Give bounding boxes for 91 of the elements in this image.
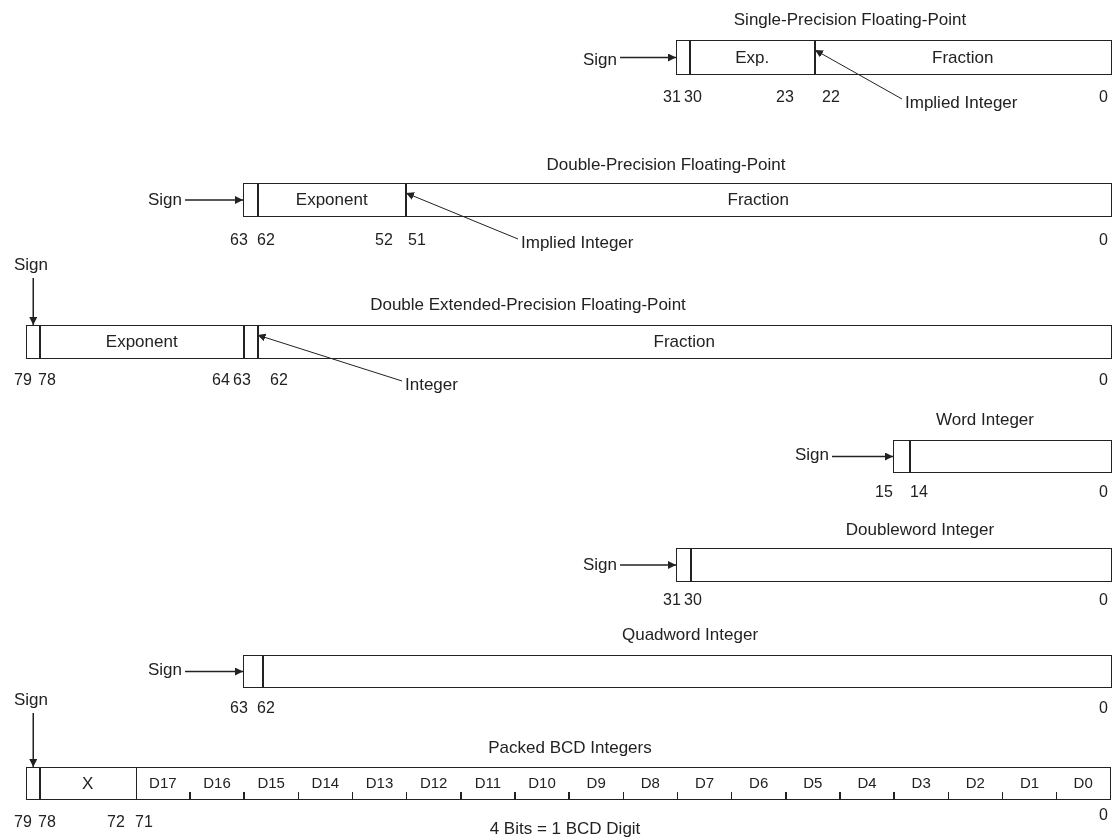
format-title: Packed BCD Integers xyxy=(488,738,652,758)
arrow xyxy=(619,561,677,569)
field-cell: D5 xyxy=(785,767,841,800)
bit-number: 63 xyxy=(230,698,248,718)
format-title: Word Integer xyxy=(936,410,1034,430)
field-cell xyxy=(26,325,41,359)
field-cell: D4 xyxy=(839,767,895,800)
bit-number: 72 xyxy=(107,812,125,832)
field-cell xyxy=(243,183,259,217)
bit-number: 62 xyxy=(257,698,275,718)
bit-number: 31 xyxy=(663,590,681,610)
bit-number: 63 xyxy=(233,370,251,390)
sign-label: Sign xyxy=(148,190,183,210)
callout-label: Implied Integer xyxy=(905,93,1018,113)
bit-number: 62 xyxy=(270,370,288,390)
field-cell xyxy=(262,655,1112,688)
field-cell: Fraction xyxy=(257,325,1112,359)
arrow xyxy=(619,53,677,62)
field-cell: D10 xyxy=(514,767,570,800)
field-cell xyxy=(909,440,1112,473)
arrow xyxy=(184,667,244,676)
field-cell: D2 xyxy=(947,767,1004,800)
sign-label: Sign xyxy=(795,445,830,465)
sign-label: Sign xyxy=(583,555,618,575)
field-cell: Fraction xyxy=(814,40,1112,75)
bit-number: 0 xyxy=(1099,590,1108,610)
bit-number: 78 xyxy=(38,370,56,390)
field-cell: Exponent xyxy=(39,325,245,359)
field-cell: Exponent xyxy=(257,183,407,217)
leader-line xyxy=(405,192,519,240)
callout-label: Integer xyxy=(405,375,458,395)
field-cell: D0 xyxy=(1055,767,1112,800)
arrow xyxy=(184,196,244,204)
field-cell: D16 xyxy=(189,767,245,800)
field-cell xyxy=(676,548,692,582)
sign-label: Sign xyxy=(14,690,49,710)
bit-number: 0 xyxy=(1099,805,1108,825)
format-title: Double-Precision Floating-Point xyxy=(546,155,786,175)
bit-number: 31 xyxy=(663,87,681,107)
field-cell: D1 xyxy=(1001,767,1058,800)
bit-number: 71 xyxy=(135,812,153,832)
field-cell: D14 xyxy=(297,767,354,800)
field-cell: Fraction xyxy=(405,183,1112,217)
field-cell xyxy=(676,40,691,75)
field-cell: D13 xyxy=(351,767,408,800)
bit-number: 62 xyxy=(257,230,275,250)
field-cell: D9 xyxy=(568,767,624,800)
field-cell xyxy=(243,655,264,688)
bit-number: 0 xyxy=(1099,482,1108,502)
arrow xyxy=(831,452,894,461)
bit-number: 51 xyxy=(408,230,426,250)
field-cell xyxy=(26,767,41,800)
bit-number: 0 xyxy=(1099,230,1108,250)
bit-number: 0 xyxy=(1099,87,1108,107)
field-cell xyxy=(893,440,911,473)
field-cell xyxy=(690,548,1112,582)
format-title: Double Extended-Precision Floating-Point xyxy=(370,295,686,315)
bit-number: 14 xyxy=(910,482,928,502)
bit-number: 23 xyxy=(776,87,794,107)
sign-label: Sign xyxy=(148,660,183,680)
bit-number: 0 xyxy=(1099,370,1108,390)
field-cell: D15 xyxy=(243,767,299,800)
bit-number: 63 xyxy=(230,230,248,250)
sign-label: Sign xyxy=(14,255,49,275)
callout-label: Implied Integer xyxy=(521,233,634,253)
bit-number: 30 xyxy=(684,87,702,107)
bit-number: 0 xyxy=(1099,698,1108,718)
field-cell: D11 xyxy=(460,767,516,800)
bit-number: 79 xyxy=(14,812,32,832)
format-title: Doubleword Integer xyxy=(845,520,995,540)
field-cell xyxy=(243,325,259,359)
leader-line xyxy=(257,333,403,382)
field-cell: D8 xyxy=(622,767,679,800)
format-title: Single-Precision Floating-Point xyxy=(733,10,967,30)
field-cell: X xyxy=(39,767,137,800)
leader-line xyxy=(814,49,903,100)
bit-number: 22 xyxy=(822,87,840,107)
bit-number: 79 xyxy=(14,370,32,390)
bit-number: 52 xyxy=(375,230,393,250)
arrow xyxy=(29,712,38,768)
arrow xyxy=(29,277,38,326)
field-cell: Exp. xyxy=(689,40,816,75)
bit-number: 15 xyxy=(875,482,893,502)
field-cell: D3 xyxy=(893,767,949,800)
bit-number: 78 xyxy=(38,812,56,832)
bit-number: 64 xyxy=(212,370,230,390)
bit-number: 30 xyxy=(684,590,702,610)
field-cell: D7 xyxy=(676,767,733,800)
note: 4 Bits = 1 BCD Digit xyxy=(489,819,641,839)
sign-label: Sign xyxy=(583,50,618,70)
format-title: Quadword Integer xyxy=(621,625,759,645)
